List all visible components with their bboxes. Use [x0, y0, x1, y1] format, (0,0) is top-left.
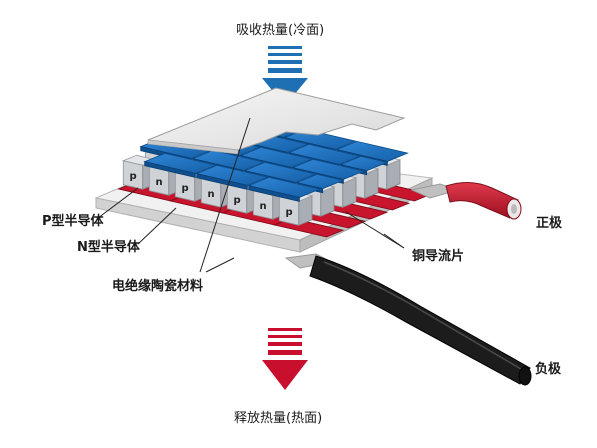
p-type-letter: p: [286, 207, 293, 218]
arrow-stripe: [268, 335, 302, 338]
leader-line-ceramic-bottom: [205, 257, 235, 273]
hot-heat-arrow: [262, 328, 308, 390]
positive-wire: [410, 182, 522, 220]
release-heat-label: 释放热量(热面): [234, 411, 323, 426]
leader-line-copper-2: [383, 233, 405, 249]
leader-line-n: [137, 207, 177, 245]
negative-pole-label: 负极: [535, 362, 562, 377]
p-type-letter: p: [182, 183, 189, 194]
copper-tile-edge: [248, 185, 300, 202]
n-type-letter: n: [156, 177, 163, 188]
p-type-letter: p: [234, 195, 241, 206]
arrow-stripe: [268, 350, 302, 355]
leader-lines: [97, 117, 405, 273]
ceramic-insulator-label: 电绝缘陶瓷材料: [112, 279, 204, 294]
n-type-letter: n: [208, 189, 215, 200]
leader-line-p: [97, 187, 139, 219]
copper-tile-edge: [196, 173, 248, 190]
arrow-stripe: [268, 53, 302, 56]
top-ceramic-plate: [147, 87, 406, 155]
leader-line-ceramic-top: [199, 117, 251, 273]
arrow-stripe: [268, 68, 302, 73]
leader-line-copper-1: [345, 211, 405, 249]
n-semiconductor-label: N型半导体: [77, 240, 140, 255]
absorb-heat-label: 吸收热量(冷面): [236, 23, 325, 38]
arrow-head: [262, 360, 308, 390]
arrow-stripe: [268, 342, 302, 346]
arrow-stripe: [268, 328, 302, 331]
copper-tile-edge: [144, 161, 196, 178]
negative-wire: [284, 253, 532, 386]
arrow-stripe: [268, 60, 302, 64]
positive-pole-label: 正极: [536, 216, 563, 231]
p-semiconductor-label: P型半导体: [42, 214, 104, 229]
n-type-letter: n: [260, 201, 267, 212]
copper-strip-label: 铜导流片: [412, 249, 465, 264]
p-type-letter: p: [130, 171, 137, 182]
arrow-stripe: [268, 46, 302, 49]
